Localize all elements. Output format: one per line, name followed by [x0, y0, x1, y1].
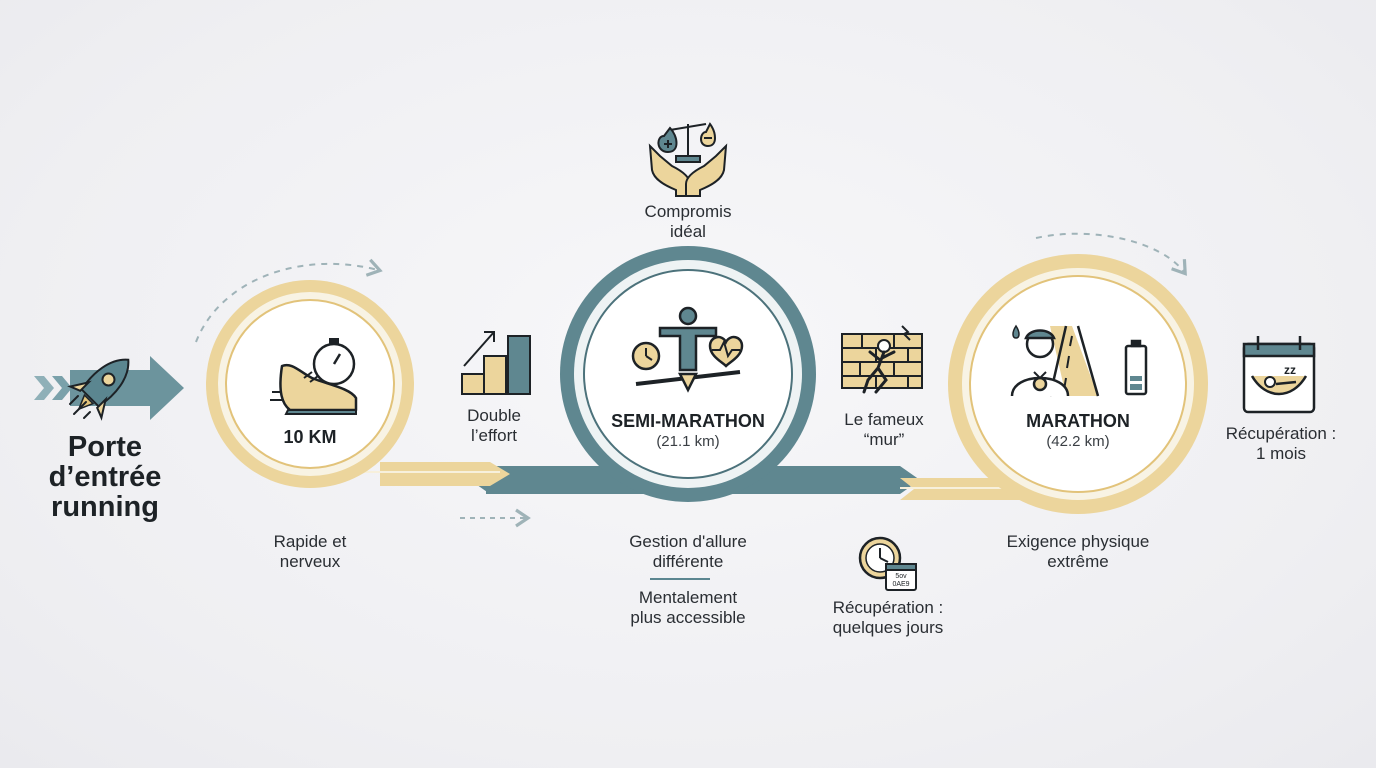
- calendar-hammock-icon: zz: [1242, 336, 1316, 414]
- exhausted-runner-road-icon: [1010, 324, 1148, 397]
- recovery-marathon: Récupération :1 mois: [1225, 424, 1337, 463]
- dashed-arc-10km: [195, 258, 383, 343]
- recovery-semi: Récupération :quelques jours: [832, 598, 944, 637]
- growth-bars-icon: [461, 331, 531, 395]
- rocket-speed-lines: [69, 395, 91, 419]
- balance-person-icon: [631, 306, 744, 393]
- running-shoe-stopwatch-icon: [270, 338, 358, 415]
- zzz-text: zz: [1284, 363, 1296, 377]
- stage-semi-label: SEMI-MARATHON (21.1 km): [598, 410, 778, 452]
- hands-scale-icon: [648, 122, 728, 197]
- clock-calendar-icon: 5ov 0AE9: [858, 536, 917, 591]
- calendar-text-bottom: 0AE9: [892, 581, 909, 588]
- stage-marathon-distance: (42.2 km): [1046, 433, 1110, 450]
- dashed-arc-marathon: [1035, 232, 1187, 276]
- stage-10km-label: 10 KM: [260, 426, 360, 448]
- calendar-text-top: 5ov: [895, 573, 907, 580]
- intro-title: Porte d’entrée running: [48, 431, 162, 523]
- transition-wall: Le fameux“mur”: [844, 410, 924, 449]
- stage-marathon-name: MARATHON: [1026, 411, 1130, 431]
- stage-marathon-label: MARATHON (42.2 km): [998, 410, 1158, 452]
- wall-runner-icon: [841, 325, 923, 394]
- stage-semi-name: SEMI-MARATHON: [611, 411, 765, 431]
- semi-caption-divider: [650, 578, 710, 580]
- stage-10km-name: 10 KM: [283, 427, 337, 447]
- stage-semi-distance: (21.1 km): [656, 433, 720, 450]
